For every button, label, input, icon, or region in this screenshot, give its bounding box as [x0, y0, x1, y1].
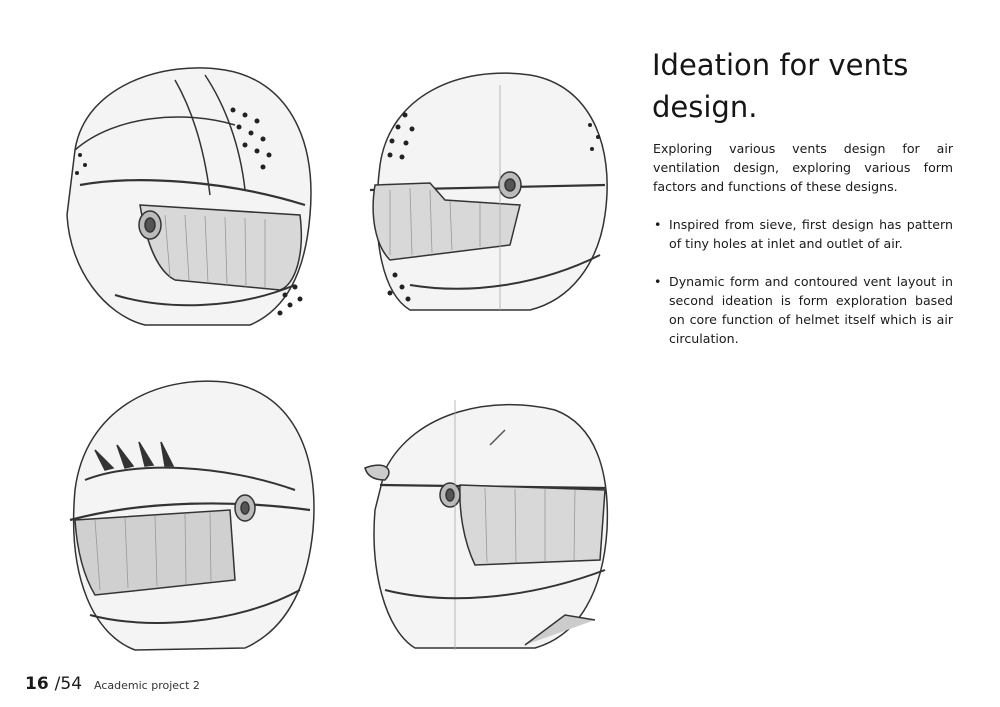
bullet-icon: • — [654, 217, 662, 232]
page-footer: 16 /54 Academic project 2 — [25, 674, 200, 694]
project-label: Academic project 2 — [94, 679, 200, 692]
bullet-text: Inspired from sieve, first design has pa… — [669, 217, 953, 251]
bullet-icon: • — [654, 274, 662, 289]
helmet-sketch-sieve-side — [350, 55, 620, 325]
intro-paragraph: Exploring various vents design for air v… — [653, 141, 953, 194]
list-item: • Inspired from sieve, first design has p… — [653, 215, 953, 253]
bullet-list: • Inspired from sieve, first design has p… — [653, 215, 953, 367]
helmet-sketch-contoured-front-three-quarter — [55, 370, 325, 660]
helmet-sketch-contoured-side — [355, 390, 615, 660]
page-number: 16 — [25, 674, 49, 694]
bullet-text: Dynamic form and contoured vent layout i… — [669, 274, 953, 346]
helmet-sketch-sieve-front-three-quarter — [55, 55, 325, 335]
page-total: /54 — [54, 674, 83, 694]
page-title: Ideation for vents design. — [652, 48, 909, 124]
list-item: • Dynamic form and contoured vent layout … — [653, 272, 953, 348]
